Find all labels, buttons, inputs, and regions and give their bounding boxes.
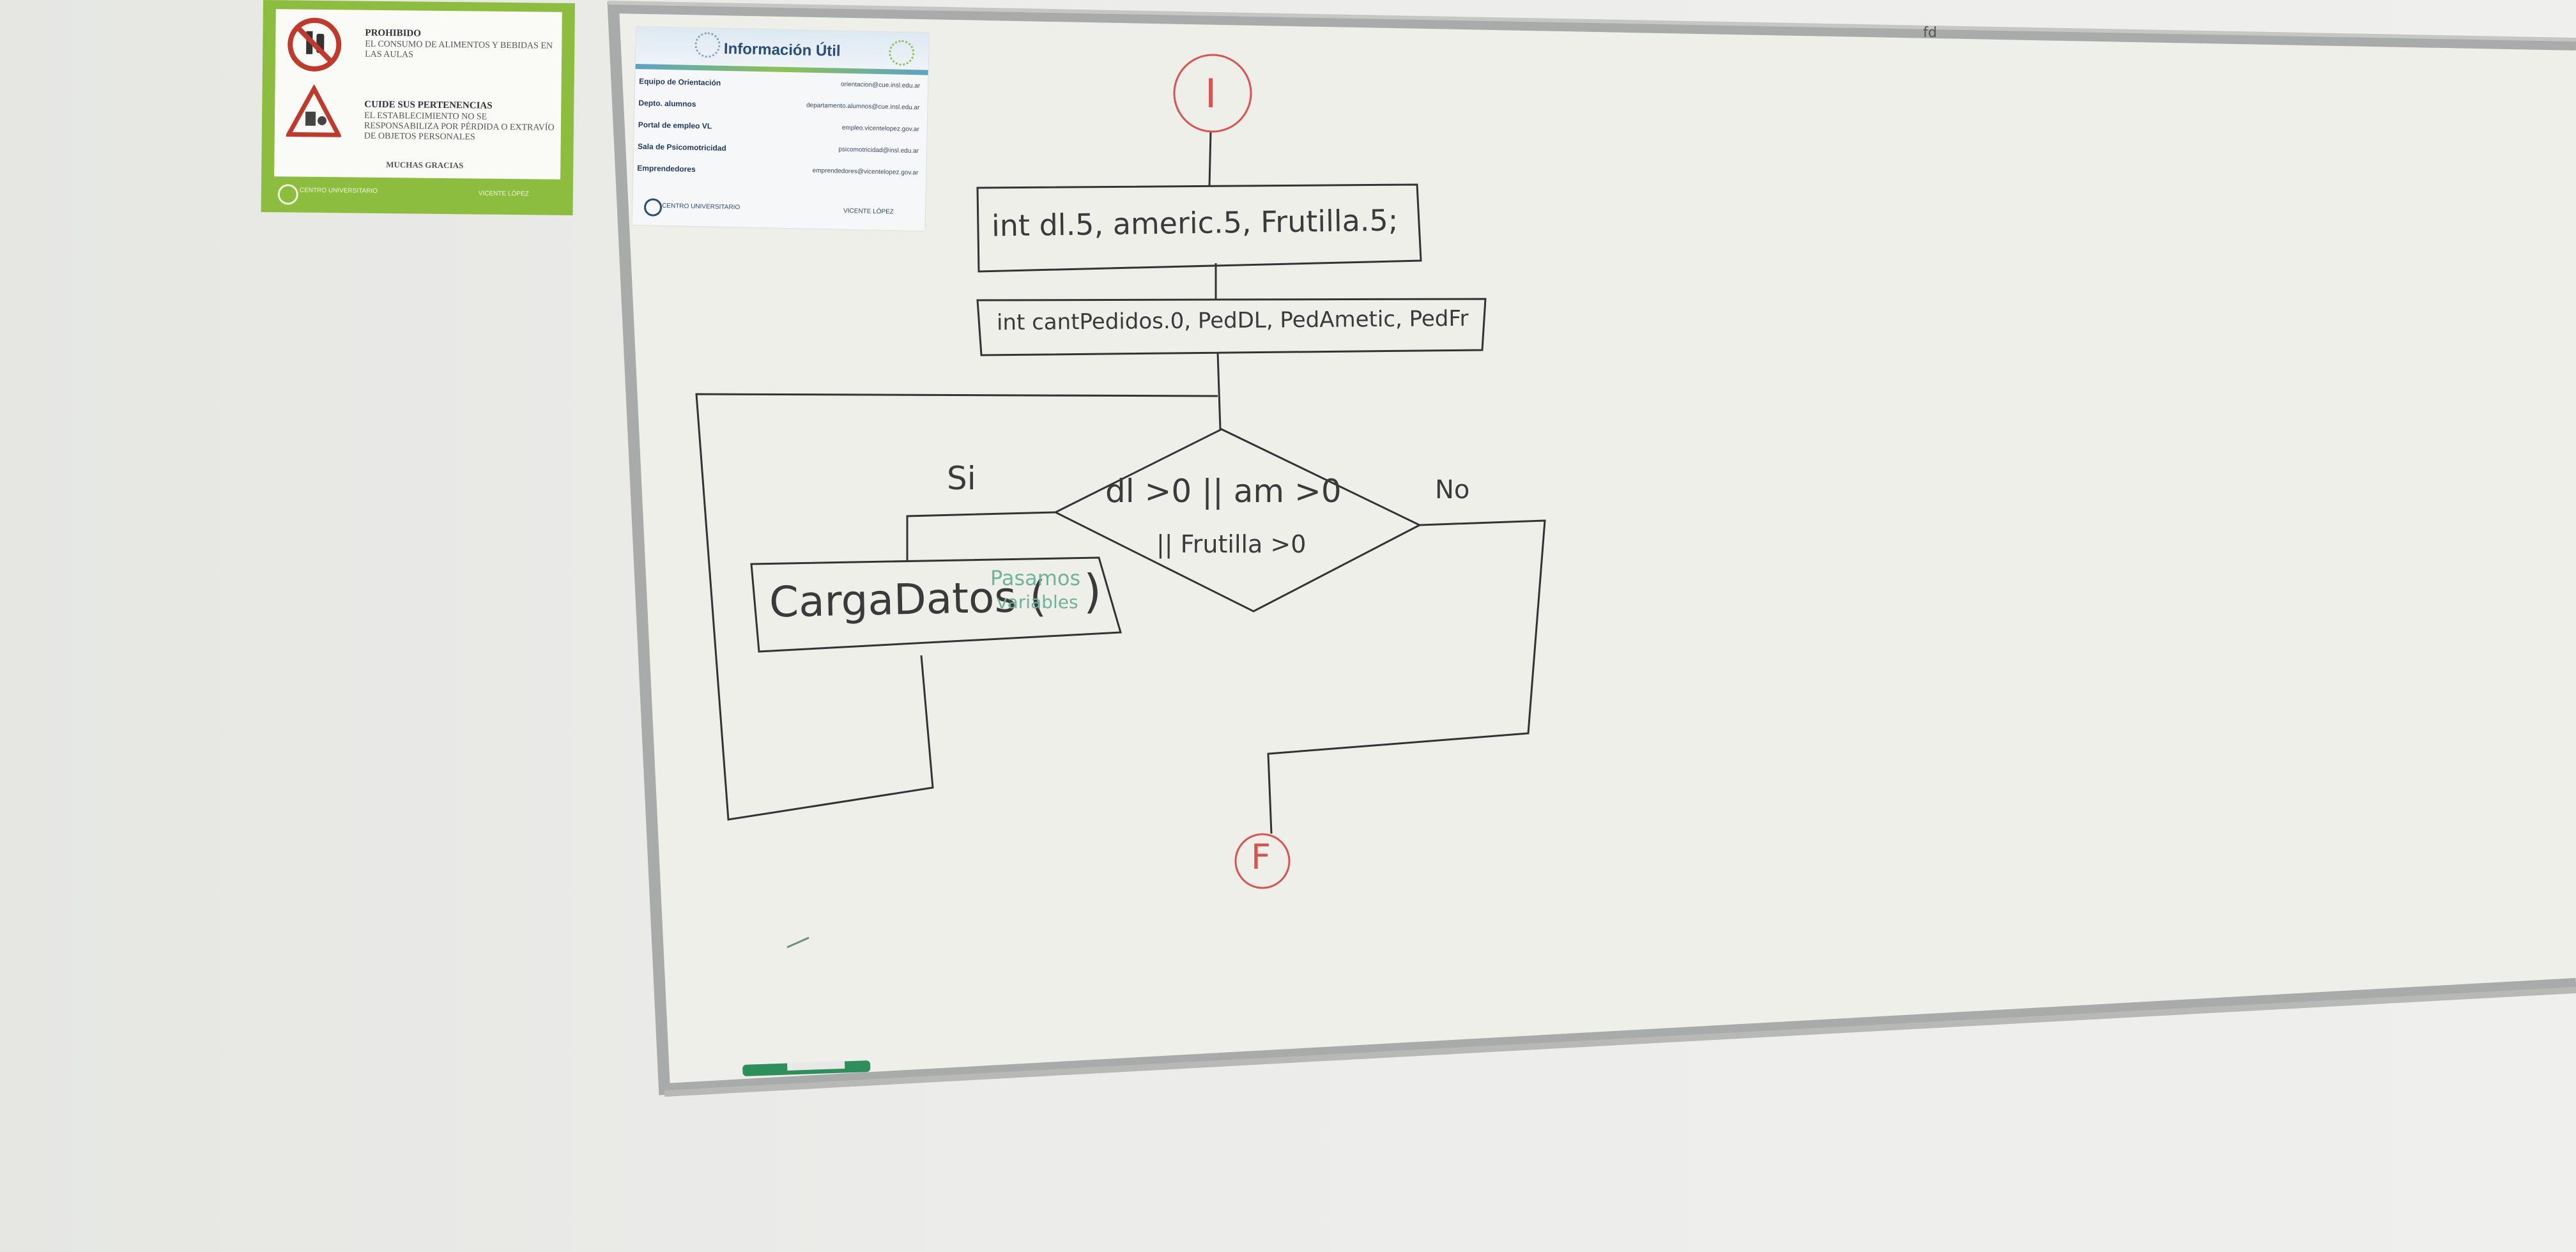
svg-text:fd: fd (1923, 25, 1937, 41)
info-row: Depto. alumnos departamento.alumnos@cue.… (638, 98, 919, 121)
rules-sign-panel: PROHIBIDO EL CONSUMO DE ALIMENTOS Y BEBI… (274, 9, 562, 179)
info-row-value[interactable]: departamento.alumnos@cue.insl.edu.ar (806, 102, 920, 112)
yes-branch-line (906, 511, 1056, 562)
condition-line-2: || Frutilla >0 (1156, 530, 1307, 558)
declaration-text-2: int cantPedidos.0, PedDL, PedAmetic, Ped… (996, 305, 1469, 336)
declaration-box-2 (976, 298, 1487, 356)
rules-sign: PROHIBIDO EL CONSUMO DE ALIMENTOS Y BEBI… (261, 0, 575, 216)
rules-brand-right: VICENTE LÓPEZ (478, 190, 529, 198)
warning-belongings-icon (284, 84, 342, 140)
yes-label: Si (947, 460, 976, 497)
no-branch-line (1267, 519, 1546, 834)
info-row: Portal de empleo VL empleo.vicentelopez.… (638, 120, 919, 142)
loop-back-line (695, 393, 1218, 821)
start-label: I (1205, 70, 1217, 117)
university-logo-icon (643, 198, 663, 217)
process-note-1: Pasamos (990, 566, 1081, 590)
info-row-label: Depto. alumnos (638, 98, 696, 109)
info-row-label: Portal de empleo VL (638, 120, 712, 131)
info-title: Información Útil (723, 40, 841, 60)
process-close: ) (1084, 565, 1102, 618)
info-row-value[interactable]: empleo.vicentelopez.gov.ar (841, 124, 919, 134)
declaration-text-1: int dl.5, americ.5, Frutilla.5; (991, 202, 1399, 243)
info-sign: Información Útil Equipo de Orientación o… (632, 27, 929, 231)
info-header: Información Útil (635, 27, 929, 70)
rule1-title: PROHIBIDO (365, 27, 422, 39)
process-box (750, 556, 1122, 653)
no-label: No (1435, 475, 1470, 505)
info-row-value[interactable]: orientacion@cue.insl.edu.ar (840, 80, 921, 90)
declaration-box-1 (976, 183, 1422, 273)
info-row: Equipo de Orientación orientacion@cue.in… (639, 77, 920, 99)
info-brand-left: CENTRO UNIVERSITARIO (662, 202, 740, 211)
whiteboard-frame (607, 1, 2576, 1096)
info-row-value[interactable]: emprendedores@vicentelopez.gov.ar (812, 167, 919, 177)
info-row-value[interactable]: psicomotricidad@insl.edu.ar (838, 146, 919, 155)
info-row: Sala de Psicomotricidad psicomotricidad@… (638, 142, 919, 164)
whiteboard-surface (613, 8, 2576, 1089)
end-terminal (1234, 833, 1291, 889)
rule2-text: EL ESTABLECIMIENTO NO SE RESPONSABILIZA … (364, 111, 555, 142)
end-label: F (1251, 837, 1271, 877)
condition-line-1: dl >0 || am >0 (1105, 473, 1342, 510)
no-food-icon (287, 17, 342, 72)
rule1-text: EL CONSUMO DE ALIMENTOS Y BEBIDAS EN LAS… (365, 39, 553, 60)
thanks-text: MUCHAS GRACIAS (386, 160, 464, 171)
info-row-label: Sala de Psicomotricidad (637, 142, 726, 153)
university-logo-icon (277, 184, 298, 205)
rules-sign-footer: CENTRO UNIVERSITARIO VICENTE LÓPEZ (261, 176, 573, 211)
info-brand-right: VICENTE LÓPEZ (843, 207, 894, 216)
process-note-2: variables (997, 592, 1078, 613)
info-row: Emprendedores emprendedores@vicentelopez… (637, 164, 918, 186)
rules-brand-left: CENTRO UNIVERSITARIO (299, 187, 378, 195)
info-row-label: Emprendedores (637, 164, 696, 174)
rule2-title: CUIDE SUS PERTENENCIAS (364, 99, 493, 111)
info-row-label: Equipo de Orientación (639, 77, 721, 88)
start-terminal (1173, 54, 1252, 133)
decision-diamond (1053, 428, 1422, 613)
